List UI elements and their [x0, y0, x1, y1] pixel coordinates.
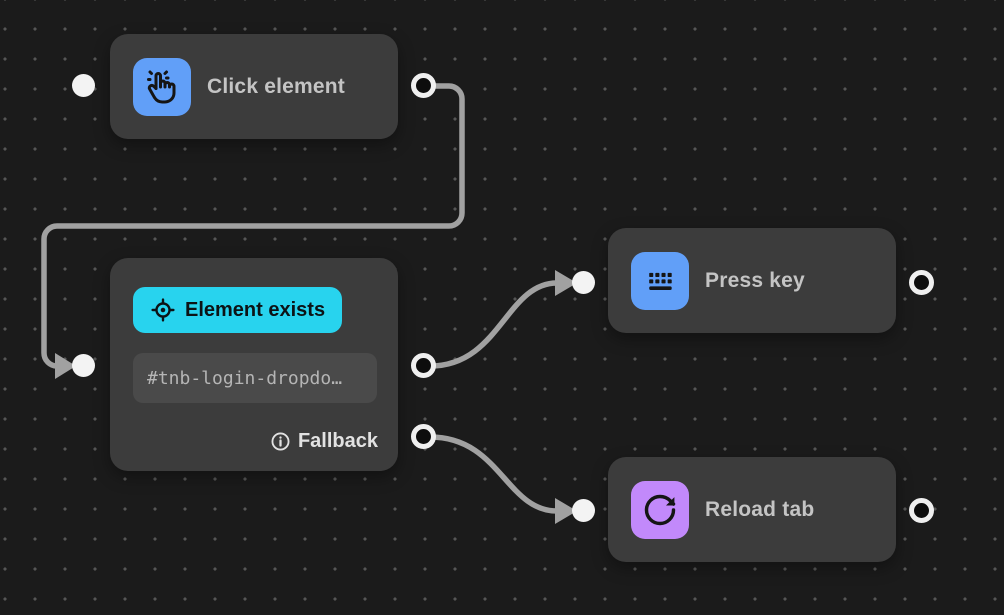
keyboard-icon	[631, 251, 689, 310]
node-press-key[interactable]: Press key	[608, 228, 896, 333]
input-connector-reload-tab[interactable]	[572, 499, 595, 522]
edge-arrowhead	[555, 498, 577, 524]
edge-fallback-to-reload-tab[interactable]	[429, 434, 558, 514]
hand-click-icon	[133, 57, 191, 116]
input-connector-press-key[interactable]	[572, 271, 595, 294]
output-connector-element-exists[interactable]	[411, 353, 436, 378]
edge-arrowhead	[55, 353, 76, 379]
node-element-exists[interactable]: Element exists #tnb-login-dropdo… Fallba…	[110, 258, 398, 471]
edge-arrowhead	[555, 270, 577, 296]
node-label: Click element	[207, 74, 345, 98]
node-label: Reload tab	[705, 497, 815, 521]
output-connector-press-key[interactable]	[909, 270, 934, 295]
input-connector-click-element[interactable]	[72, 74, 95, 97]
node-click-element[interactable]: Click element	[110, 34, 398, 139]
node-label: Press key	[705, 268, 805, 292]
output-connector-fallback[interactable]	[411, 424, 436, 449]
node-reload-tab[interactable]: Reload tab	[608, 457, 896, 562]
edge-click-to-element-exists[interactable]	[41, 83, 465, 369]
fallback-label: Fallback	[297, 430, 378, 452]
selector-value: #tnb-login-dropdo…	[133, 353, 377, 403]
edge-exists-to-press-key[interactable]	[429, 280, 558, 369]
badge-label: Element exists	[185, 298, 326, 321]
info-icon	[270, 431, 291, 452]
output-connector-click-element[interactable]	[411, 73, 436, 98]
input-connector-element-exists[interactable]	[72, 354, 95, 377]
reload-icon	[631, 480, 689, 539]
target-locate-icon	[150, 297, 176, 323]
element-exists-badge: Element exists	[133, 287, 343, 333]
fallback-row: Fallback	[270, 430, 378, 453]
output-connector-reload-tab[interactable]	[909, 498, 934, 523]
